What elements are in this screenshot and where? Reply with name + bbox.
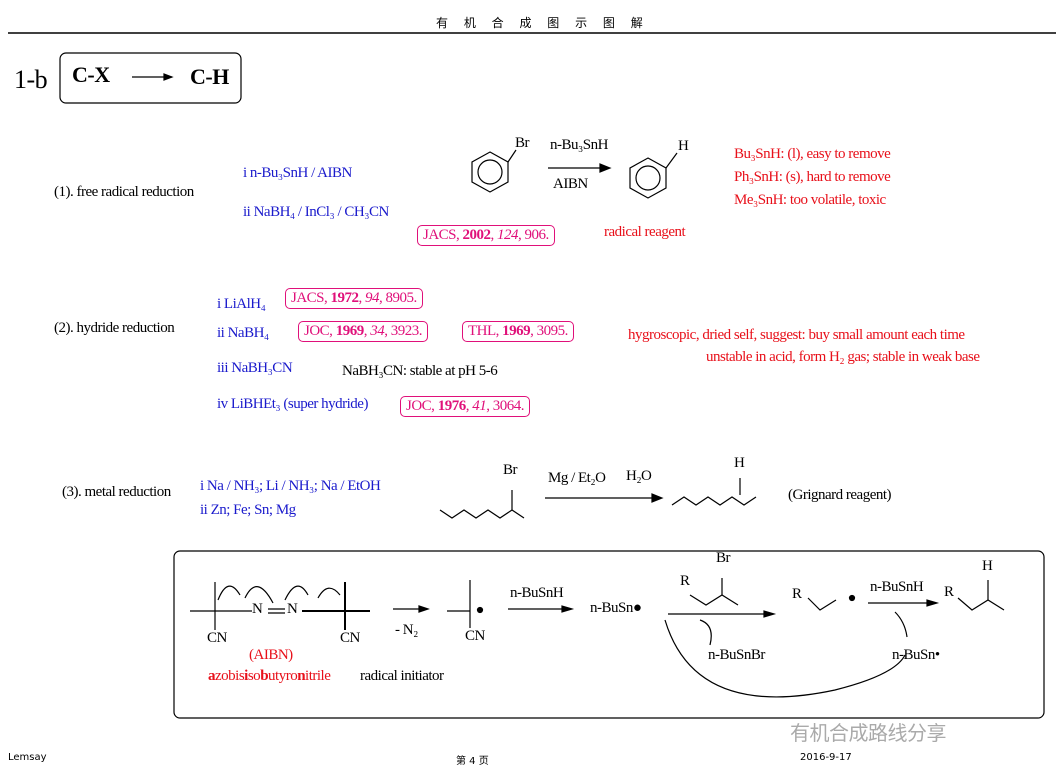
r-group-label: R bbox=[792, 586, 802, 602]
radical-initiator-label: radical initiator bbox=[360, 668, 444, 684]
tin-note-1: Bu₃SnH: (l), easy to remove bbox=[734, 146, 891, 162]
part1-method-2: ii NaBH₄ / InCl₃ / CH₃CN bbox=[243, 204, 389, 220]
reagent-2: H₂O bbox=[626, 468, 652, 484]
cn-label: CN bbox=[340, 630, 360, 646]
part3-method-2: ii Zn; Fe; Sn; Mg bbox=[200, 502, 296, 518]
name-part: so bbox=[247, 668, 261, 684]
footer-page: 第 4 页 bbox=[456, 756, 489, 767]
part3-title: (3). metal reduction bbox=[62, 484, 171, 500]
cn-label: CN bbox=[207, 630, 227, 646]
part2-method-2: ii NaBH₄ bbox=[217, 325, 269, 341]
r-group-label: R bbox=[944, 584, 954, 600]
minus-n2-label: - N₂ bbox=[395, 622, 418, 638]
part2-method-4: iv LiBHEt₃ (super hydride) bbox=[217, 396, 368, 412]
nitrogen-label: N bbox=[252, 601, 263, 617]
reagent-label: n-BuSnH bbox=[870, 579, 924, 595]
reference-joc-1976: JOC, 1976, 41, 3064. bbox=[400, 396, 530, 417]
section-from: C-X bbox=[72, 62, 110, 87]
part2-method-3: iii NaBH₃CN bbox=[217, 360, 293, 376]
bromoalkane-structure bbox=[439, 509, 525, 519]
part2-method-1: i LiAlH₄ bbox=[217, 296, 266, 312]
name-part: itrile bbox=[305, 668, 331, 684]
cn-label: CN bbox=[465, 628, 485, 644]
benzene-structure bbox=[629, 152, 678, 199]
reference-jacs-2002: JACS, 2002, 124, 906. bbox=[417, 225, 555, 246]
reference-thl-1969: THL, 1969, 3095. bbox=[462, 321, 574, 342]
r-group-label: R bbox=[680, 573, 690, 589]
curved-arrow bbox=[217, 585, 241, 601]
name-part: utyro bbox=[268, 668, 298, 684]
name-part: a bbox=[208, 668, 216, 684]
footer-author: Lemsay bbox=[8, 752, 47, 763]
tin-radical-label: n-BuSn• bbox=[892, 647, 940, 663]
bromo-label: Br bbox=[716, 550, 731, 566]
header-title: 有 机 合 成 图 示 图 解 bbox=[436, 16, 649, 30]
product-h-label: H bbox=[678, 138, 689, 154]
alkane-structure bbox=[671, 496, 757, 506]
nabh4-note-2: unstable in acid, form H₂ gas; stable in… bbox=[706, 349, 980, 365]
bromobenzene-structure bbox=[471, 149, 517, 193]
tin-radical-label: n-BuSn● bbox=[590, 600, 642, 616]
tin-note-3: Me₃SnH: too volatile, toxic bbox=[734, 192, 886, 208]
watermark: 有机合成路线分享 bbox=[790, 721, 947, 745]
reagent-label: n-BuSnH bbox=[510, 585, 564, 601]
curved-arrow bbox=[699, 619, 712, 646]
product-h-label: H bbox=[734, 455, 745, 471]
name-part: i bbox=[244, 668, 248, 684]
aibn-full-name: azobisisobutyronitrile bbox=[208, 668, 331, 685]
name-part: b bbox=[260, 668, 269, 684]
nitrogen-label: N bbox=[287, 601, 298, 617]
section-to: C-H bbox=[190, 64, 229, 89]
cycle-arrow bbox=[664, 619, 906, 698]
part3-method-1: i Na / NH₃; Li / NH₃; Na / EtOH bbox=[200, 478, 381, 494]
reference-jacs-1972: JACS, 1972, 94, 8905. bbox=[285, 288, 423, 309]
byproduct-label: n-BuSnBr bbox=[708, 647, 765, 663]
part1-method-1: i n-Bu₃SnH / AIBN bbox=[243, 165, 352, 181]
footer-date: 2016-9-17 bbox=[800, 752, 852, 763]
part2-title: (2). hydride reduction bbox=[54, 320, 175, 336]
h-label: H bbox=[982, 558, 993, 574]
reagent-1: Mg / Et₂O bbox=[548, 470, 606, 486]
name-part: n bbox=[297, 668, 306, 684]
section-number: 1-b bbox=[14, 65, 48, 94]
bromo-label: Br bbox=[503, 462, 518, 478]
part1-title: (1). free radical reduction bbox=[54, 184, 194, 200]
aibn-label: (AIBN) bbox=[249, 647, 293, 663]
mechanism-box bbox=[173, 550, 1045, 719]
reference-joc-1969: JOC, 1969, 34, 3923. bbox=[298, 321, 428, 342]
reagent-bottom: AIBN bbox=[553, 176, 588, 192]
grignard-label: (Grignard reagent) bbox=[788, 487, 892, 503]
nabh4-note-1: hygroscopic, dried self, suggest: buy sm… bbox=[628, 327, 965, 343]
name-part: zobis bbox=[215, 668, 245, 684]
tin-note-2: Ph₃SnH: (s), hard to remove bbox=[734, 169, 891, 185]
radical-reagent-label: radical reagent bbox=[604, 224, 686, 240]
reagent-top: n-Bu₃SnH bbox=[550, 137, 608, 153]
nabh3cn-note: NaBH₃CN: stable at pH 5-6 bbox=[342, 363, 498, 379]
bromo-label: Br bbox=[515, 135, 530, 151]
section-box bbox=[59, 52, 242, 104]
